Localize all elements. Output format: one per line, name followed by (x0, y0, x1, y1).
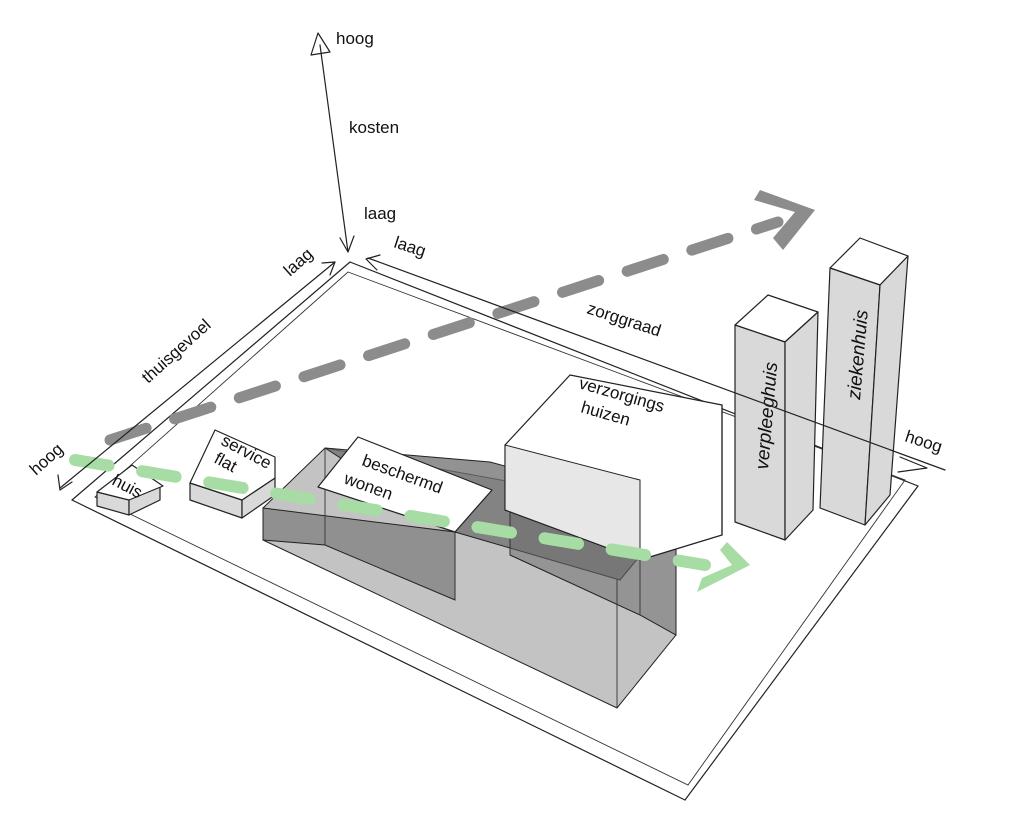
dark-shadow-lower (262, 507, 456, 601)
kosten-low-label: laag (364, 204, 396, 223)
home-feeling-arrowhead (697, 542, 750, 592)
cost-trend-arrowhead (754, 190, 815, 250)
thuisgevoel-axis-label: thuisgevoel (138, 315, 215, 387)
thuisgevoel-high-label: hoog (26, 440, 67, 479)
zorggraad-axis-label: zorggraad (585, 299, 664, 341)
zorggraad-low-label: laag (392, 233, 428, 261)
block-ziekenhuis: ziekenhuis (819, 237, 909, 526)
thuisgevoel-low-label: laag (280, 244, 317, 280)
home-feeling-arrow (69, 454, 750, 592)
block-verpleeghuis: verpleeghuis (734, 294, 819, 541)
home-feeling-dashes (69, 454, 711, 571)
kosten-axis-label: kosten (349, 118, 399, 137)
zorggraad-high-label: hoog (903, 427, 945, 457)
cost-trend-dashes (104, 216, 784, 446)
axis-kosten: hoog kosten laag (310, 29, 399, 253)
block-beschermd-wonen: beschermd wonen (317, 436, 493, 533)
block-verzorgingshuizen: verzorgings huizen (504, 374, 723, 561)
cost-trend-arrow (104, 190, 815, 446)
kosten-high-label: hoog (336, 29, 374, 48)
block-huis: huis (96, 464, 164, 516)
